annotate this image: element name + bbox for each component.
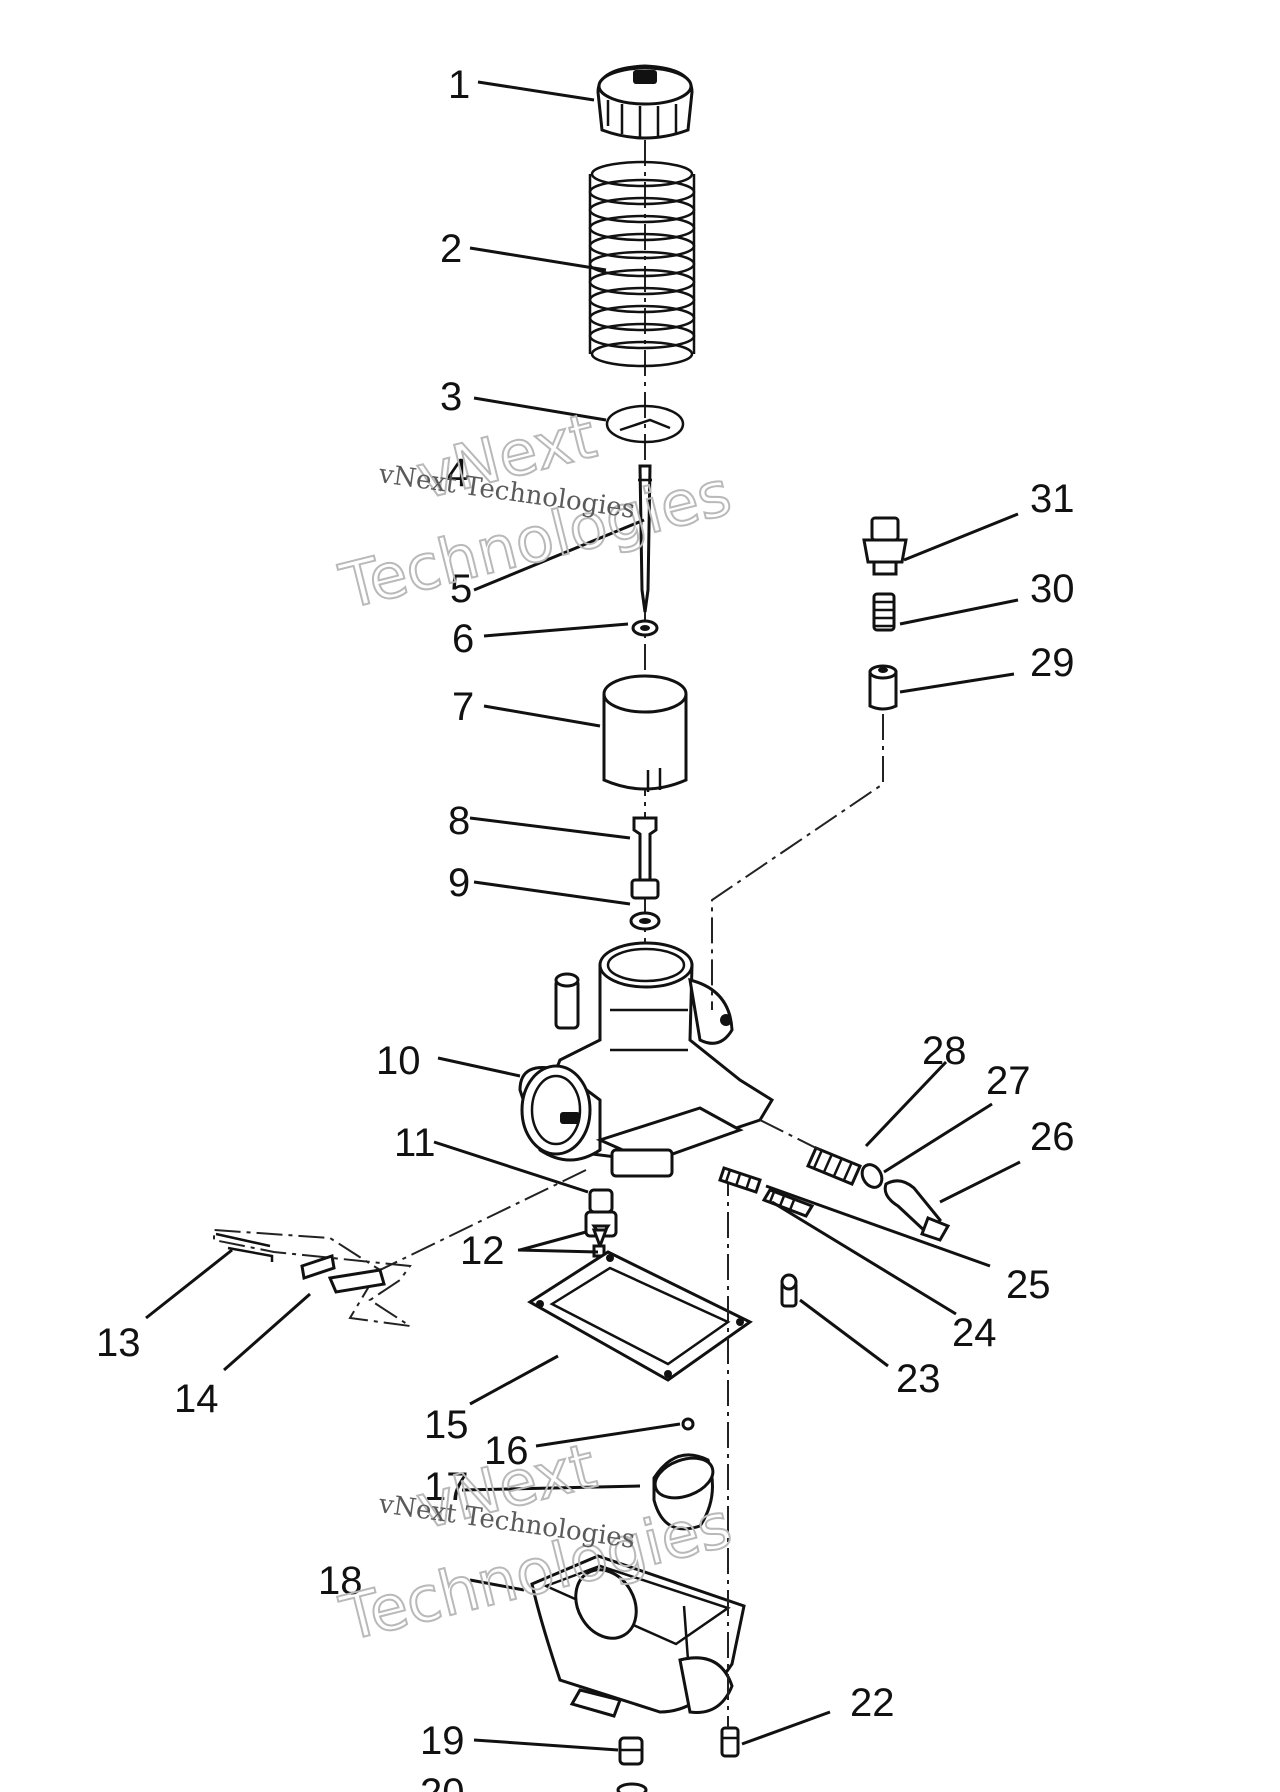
callout-30: 30 (1030, 567, 1075, 611)
part-13-14-fuel-tube (213, 1169, 587, 1327)
callout-26: 26 (1030, 1115, 1075, 1159)
callout-7: 7 (452, 685, 474, 729)
callout-24: 24 (952, 1311, 997, 1355)
part-24-pilot-screw (761, 1188, 815, 1218)
part-11-jet-holder (588, 1188, 614, 1214)
callout-12: 12 (460, 1229, 505, 1273)
callout-29: 29 (1030, 641, 1075, 685)
part-31-starter-nut (862, 516, 908, 576)
part-18-float-bowl (530, 1554, 746, 1718)
part-16-pin (681, 1417, 695, 1431)
callout-15: 15 (424, 1403, 469, 1447)
callout-14: 14 (174, 1377, 219, 1421)
part-28-spring (806, 1146, 862, 1186)
part-5-needle (638, 464, 652, 613)
part-29-plunger (868, 664, 898, 711)
callout-22: 22 (850, 1681, 895, 1725)
part-3-plate (605, 404, 685, 444)
callout-27: 27 (986, 1059, 1031, 1103)
part-23-small-screw (780, 1273, 798, 1308)
callout-labels: 1 2 3 4 5 6 7 8 9 10 11 12 13 14 15 16 1… (96, 63, 1075, 1792)
callout-6: 6 (452, 617, 474, 661)
part-20-washer (616, 1782, 648, 1792)
callout-8: 8 (448, 799, 470, 843)
callout-5: 5 (450, 567, 472, 611)
callout-9: 9 (448, 861, 470, 905)
part-1-cap (596, 64, 694, 140)
callout-19: 19 (420, 1719, 465, 1763)
callout-11: 11 (394, 1121, 436, 1165)
callout-28: 28 (922, 1029, 967, 1073)
callout-1: 1 (448, 63, 470, 107)
leader-lines (145, 80, 1021, 1752)
callout-16: 16 (484, 1429, 529, 1473)
callout-23: 23 (896, 1357, 941, 1401)
part-15-gasket (527, 1250, 753, 1382)
part-8-needle-jet (630, 816, 660, 900)
part-22-screw (720, 1726, 740, 1758)
part-9-washer (629, 911, 661, 931)
callout-31: 31 (1030, 477, 1075, 521)
part-30-spring (872, 592, 896, 632)
callout-2: 2 (440, 227, 462, 271)
callout-25: 25 (1006, 1263, 1051, 1307)
part-7-throttle-slide (602, 674, 688, 792)
part-17-float (652, 1453, 715, 1531)
part-25-small-spring (718, 1166, 762, 1194)
part-19-drain-screw (618, 1736, 644, 1766)
part-6-clip (631, 619, 659, 637)
adjuster-axis-line (759, 1119, 821, 1151)
callout-13: 13 (96, 1321, 141, 1365)
part-26-idle-screw (883, 1179, 951, 1242)
callout-10: 10 (376, 1039, 421, 1083)
callout-4: 4 (446, 451, 468, 495)
starter-axis-line (711, 714, 884, 1010)
part-27-o-ring (860, 1163, 884, 1189)
callout-3: 3 (440, 375, 462, 419)
part-12-jets (584, 1210, 618, 1258)
callout-18: 18 (318, 1559, 363, 1603)
callout-17: 17 (424, 1465, 469, 1509)
part-10-carburetor-body (518, 941, 775, 1178)
part-2-spring (588, 160, 696, 368)
callout-20: 20 (420, 1771, 465, 1792)
